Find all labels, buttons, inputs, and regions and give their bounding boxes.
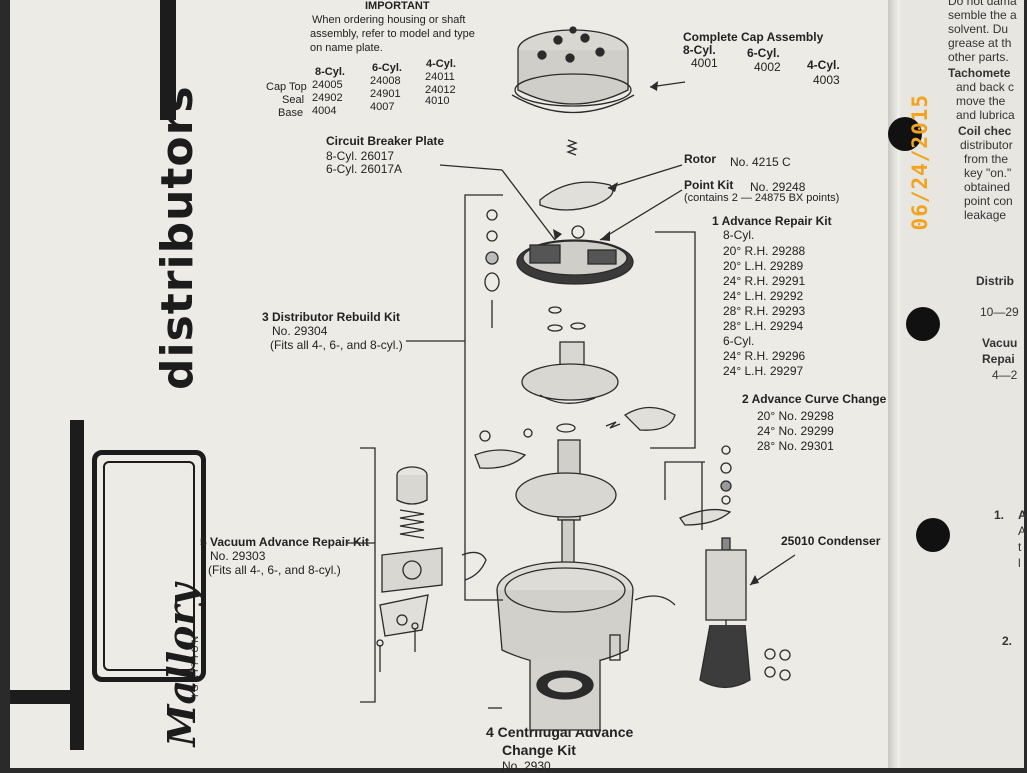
cap-assembly-col-6: 6-Cyl.: [747, 46, 780, 60]
rotor-number: No. 4215 C: [730, 155, 791, 169]
advance-repair-item: 20° R.H. 29288: [723, 244, 806, 258]
right-text-line: solvent. Du: [948, 22, 1009, 36]
right-step-1-char: t: [1018, 540, 1022, 554]
cap-assembly-num-6: 4002: [754, 60, 781, 74]
right-step-1-letter: A: [1018, 508, 1027, 522]
right-text-line: obtained: [964, 180, 1011, 194]
right-text-line: grease at th: [948, 36, 1012, 50]
vacuum-kit-title: 5 Vacuum Advance Repair Kit: [200, 535, 369, 549]
date-stamp: 06/24/2015: [908, 94, 932, 231]
right-step-1-char: l: [1018, 556, 1021, 570]
centrifugal-number: No. 2930: [502, 759, 551, 773]
binder-hole: [888, 117, 922, 151]
important-col-header-3: 4-Cyl.: [426, 58, 456, 70]
breaker-plate-6cyl: 6-Cyl. 26017A: [326, 162, 403, 176]
important-line2: assembly, refer to model and type: [310, 28, 475, 40]
right-text-line: distributor: [960, 138, 1013, 152]
mallory-logo: Mallory IGNITION: [92, 450, 206, 747]
advance-repair-item: 24° R.H. 29296: [723, 349, 806, 363]
important-col-header-2: 6-Cyl.: [372, 62, 402, 74]
vacuum-kit-number: No. 29303: [210, 549, 266, 563]
curve-kit-item: 28° No. 29301: [757, 439, 834, 453]
cap-assembly-num-4: 4003: [813, 73, 840, 87]
advance-repair-group-6: 6-Cyl.: [723, 334, 755, 348]
right-step-1: 1.: [994, 508, 1005, 522]
row-label-seal: Seal: [282, 94, 305, 106]
distributor-exploded-diagram: [346, 26, 796, 731]
right-text-line: other parts.: [948, 50, 1009, 64]
rebuild-kit-note: (Fits all 4-, 6-, and 8-cyl.): [270, 338, 403, 352]
right-text-line: and lubrica: [956, 108, 1015, 122]
advance-repair-item: 24° L.H. 29297: [723, 364, 804, 378]
row-seal-4: 24012: [425, 84, 456, 96]
right-step-2: 2.: [1002, 634, 1013, 648]
right-step-1-char: A: [1018, 524, 1027, 538]
cap-assembly-col-4: 4-Cyl.: [807, 58, 840, 72]
row-label-cap-top: Cap Top: [266, 81, 307, 93]
right-repair-num: 4—2: [992, 368, 1018, 382]
point-kit-number: No. 29248: [750, 180, 806, 194]
row-cap-top-6: 24008: [370, 75, 401, 87]
right-text-line: Do not dama: [948, 0, 1017, 8]
right-tach-title: Tachomete: [948, 66, 1011, 80]
important-line1: When ordering housing or shaft: [312, 14, 466, 26]
row-cap-top-8: 24005: [312, 79, 343, 91]
row-cap-top-4: 24011: [425, 71, 455, 83]
curve-kit-item: 24° No. 29299: [757, 424, 834, 438]
right-text-line: leakage: [964, 208, 1007, 222]
row-seal-6: 24901: [370, 88, 401, 100]
row-base-6: 4007: [370, 101, 395, 113]
centrifugal-title-line2: Change Kit: [502, 742, 576, 758]
point-kit-contains: (contains 2 — 24875 BX points): [684, 192, 840, 204]
side-bar-mid: [70, 420, 84, 750]
right-vacuum: Vacuu: [982, 336, 1018, 350]
advance-repair-item: 24° R.H. 29291: [723, 274, 806, 288]
breaker-plate-8cyl: 8-Cyl. 26017: [326, 149, 395, 163]
breaker-plate-title: Circuit Breaker Plate: [326, 134, 445, 148]
right-text-line: from the: [964, 152, 1009, 166]
advance-repair-group-8: 8-Cyl.: [723, 228, 755, 242]
binder-hole: [906, 307, 940, 341]
right-distrib: Distrib: [976, 274, 1015, 288]
right-text-line: and back c: [956, 80, 1015, 94]
rebuild-kit-number: No. 29304: [272, 324, 328, 338]
curve-kit-title: 2 Advance Curve Change Kit: [742, 392, 906, 406]
right-text-line: key "on.": [964, 166, 1012, 180]
curve-kit-item: 20° No. 29298: [757, 409, 834, 423]
right-text-line: move the: [956, 94, 1006, 108]
right-distrib-num: 10—29: [980, 305, 1019, 319]
binder-hole: [916, 518, 950, 552]
catalog-page: distributors Mallory IGNITION IMPORTANT …: [10, 0, 906, 773]
right-coil-title: Coil chec: [958, 124, 1012, 138]
advance-repair-item: 20° L.H. 29289: [723, 259, 804, 273]
cap-assembly-num-8: 4001: [691, 56, 718, 70]
condenser-label: 25010 Condenser: [781, 534, 881, 548]
row-label-base: Base: [278, 107, 304, 119]
right-text-line: point con: [964, 194, 1013, 208]
cap-assembly-title: Complete Cap Assembly: [683, 30, 824, 44]
row-base-8: 4004: [312, 105, 337, 117]
advance-repair-title: 1 Advance Repair Kit: [712, 214, 832, 228]
advance-repair-item: 24° L.H. 29292: [723, 289, 804, 303]
advance-repair-item: 28° L.H. 29294: [723, 319, 804, 333]
point-kit-title: Point Kit: [684, 178, 734, 192]
cap-assembly-col-8: 8-Cyl.: [683, 43, 716, 57]
important-heading: IMPORTANT: [365, 0, 430, 12]
rebuild-kit-title: 3 Distributor Rebuild Kit: [262, 310, 400, 324]
row-base-4: 4010: [425, 95, 450, 107]
advance-repair-item: 28° R.H. 29293: [723, 304, 806, 318]
rotor-title: Rotor: [684, 152, 716, 166]
side-bar-top: [160, 0, 176, 120]
vacuum-kit-note: (Fits all 4-, 6-, and 8-cyl.): [208, 563, 341, 577]
side-bar-low: [10, 690, 70, 704]
right-repair: Repai: [982, 352, 1015, 366]
important-col-header-1: 8-Cyl.: [315, 66, 345, 78]
right-text-line: semble the a: [948, 8, 1017, 22]
row-seal-8: 24902: [312, 92, 343, 104]
important-line3: on name plate.: [310, 42, 383, 54]
